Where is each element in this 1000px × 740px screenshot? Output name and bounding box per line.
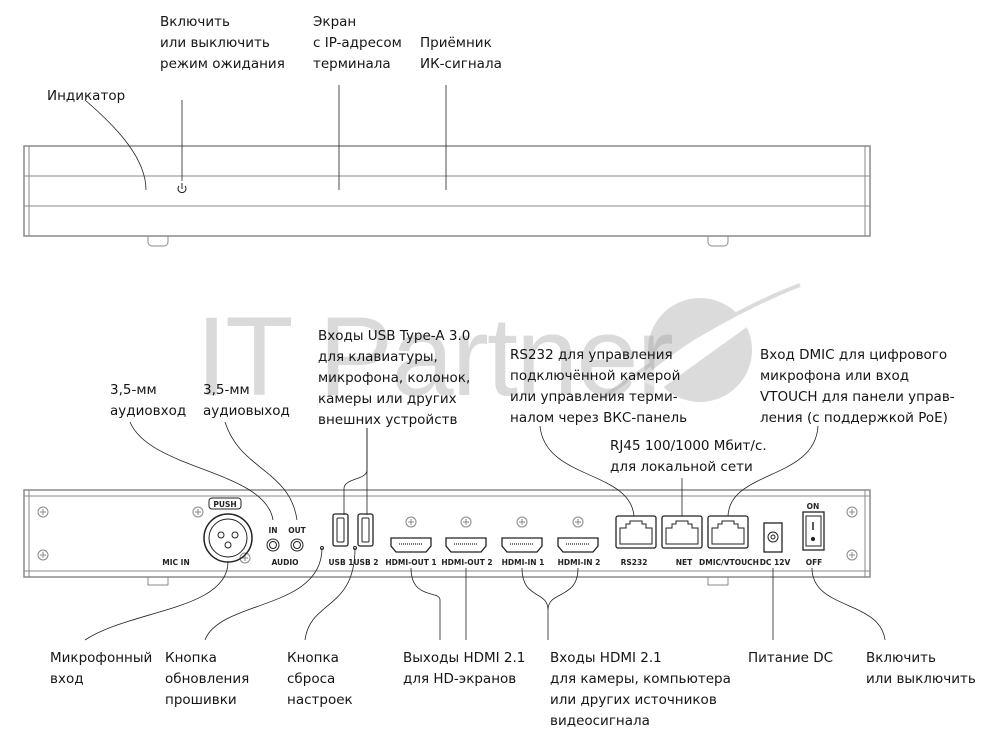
front-panel <box>23 145 871 247</box>
callout-audio-in: 3,5-мм аудиовход <box>110 382 187 419</box>
callout-audio-out: 3,5-мм аудиовыход <box>203 382 290 419</box>
power-switch <box>802 511 825 551</box>
usb2-label: USB 2 <box>353 558 378 567</box>
front-leader-lines <box>84 85 447 191</box>
callout-dmic: Вход DMIC для цифрового микрофона или вх… <box>760 347 955 426</box>
watermark-logo <box>598 283 801 402</box>
xlr-mic-port <box>203 497 253 563</box>
callout-reset: Кнопка сброса настроек <box>287 650 353 708</box>
in-label: IN <box>268 526 277 535</box>
dmic-label: DMIC/VTOUCH <box>699 558 759 567</box>
callout-net: RJ45 100/1000 Мбит/с. для локальной сети <box>610 438 767 475</box>
callout-usb: Входы USB Type-A 3.0 для клавиатуры, мик… <box>318 328 471 428</box>
callout-hdmi-out: Выходы HDMI 2.1 для HD-экранов <box>403 650 526 687</box>
hdmi-in2-label: HDMI-IN 2 <box>558 558 601 567</box>
callout-hdmi-in: Входы HDMI 2.1 для камеры, компьютера ил… <box>550 650 731 729</box>
usb-ports <box>332 513 374 547</box>
out-label: OUT <box>288 526 306 535</box>
hdmi-ports <box>390 537 599 553</box>
audio-label: AUDIO <box>271 558 298 567</box>
push-label: PUSH <box>213 500 236 509</box>
back-panel <box>23 489 871 586</box>
rj45-ports <box>615 515 749 549</box>
callout-ir: Приёмник ИК-сигнала <box>420 35 502 72</box>
callout-power: Включить или выключить <box>866 650 976 687</box>
audio-jacks <box>266 538 357 552</box>
watermark: IT Partner <box>196 294 674 419</box>
usb1-label: USB 1 <box>328 558 353 567</box>
dc-label: DC 12V <box>760 558 791 567</box>
hdmi-in1-label: HDMI-IN 1 <box>502 558 545 567</box>
foot <box>707 236 729 247</box>
on-label: ON <box>807 502 820 511</box>
rs232-label: RS232 <box>621 558 648 567</box>
hdmi-out2-label: HDMI-OUT 2 <box>441 558 492 567</box>
foot <box>147 236 169 247</box>
mic-in-label: MIC IN <box>162 558 189 567</box>
net-label: NET <box>676 558 693 567</box>
callout-screen: Экран с IP-адресом терминала <box>313 14 402 72</box>
dc-jack <box>763 522 783 553</box>
callout-rs232: RS232 для управления подключённой камеро… <box>510 347 688 426</box>
off-label: OFF <box>806 558 823 567</box>
callout-dc: Питание DC <box>748 650 834 666</box>
callout-firmware: Кнопка обновления прошивки <box>165 650 250 708</box>
callout-indicator: Индикатор <box>47 88 126 104</box>
screws <box>37 506 858 564</box>
callout-standby: Включить или выключить режим ожидания <box>160 14 285 72</box>
back-leader-lines <box>84 421 886 641</box>
hdmi-out1-label: HDMI-OUT 1 <box>385 558 436 567</box>
power-icon <box>177 183 187 194</box>
callout-mic: Микрофонный вход <box>50 650 153 687</box>
